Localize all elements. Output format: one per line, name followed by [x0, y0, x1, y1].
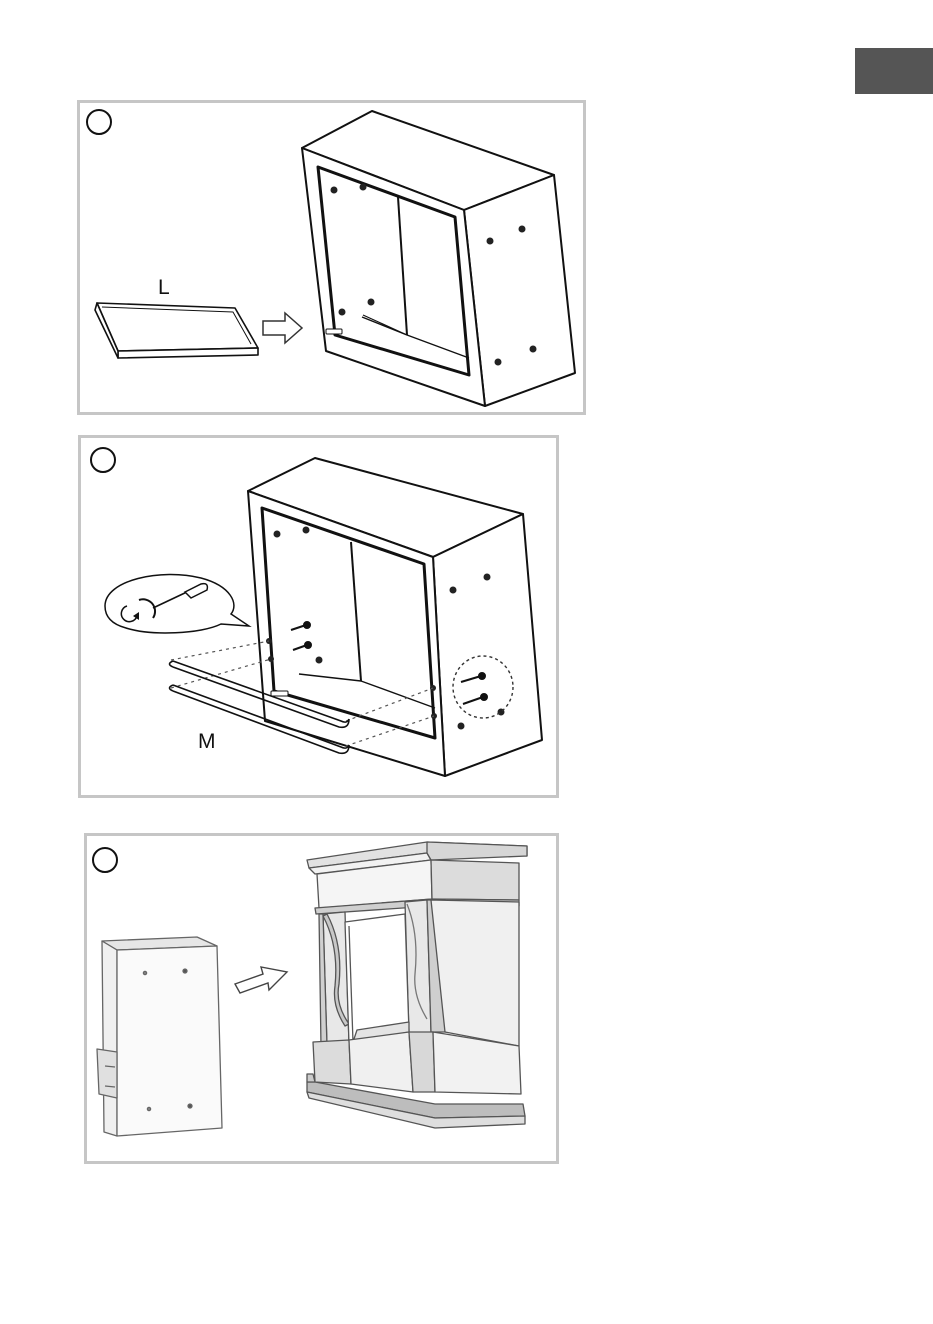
step-2-panel: M	[78, 435, 559, 798]
step-2-illustration	[81, 438, 556, 795]
language-tab	[855, 48, 933, 94]
tray-part	[95, 303, 258, 358]
open-box-frame	[302, 111, 575, 406]
screwdriver-detail-bubble	[105, 574, 249, 632]
arrow-right-icon	[235, 967, 287, 993]
step-3-illustration	[87, 836, 556, 1161]
fireplace-surround	[307, 842, 527, 1128]
step-1-illustration	[80, 103, 583, 412]
insert-unit	[97, 937, 222, 1136]
arrow-right-icon	[263, 313, 302, 343]
step-3-panel	[84, 833, 559, 1164]
step-1-panel: L	[77, 100, 586, 415]
